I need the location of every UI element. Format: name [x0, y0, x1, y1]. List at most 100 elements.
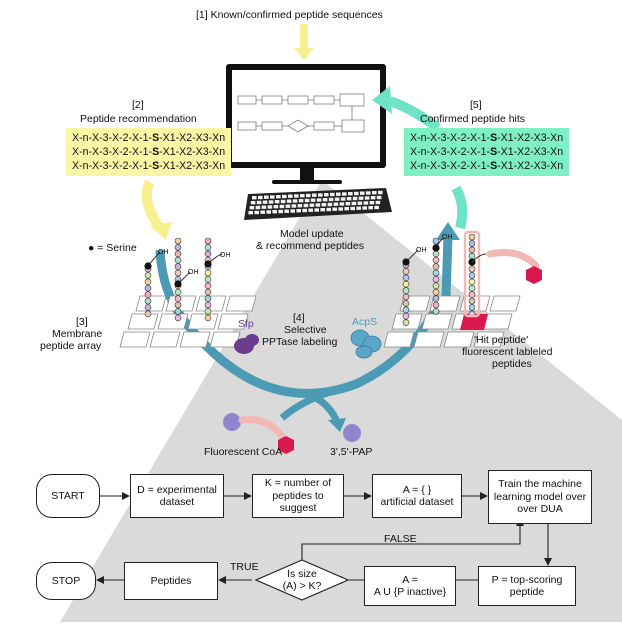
keyboard-key	[264, 195, 269, 199]
amino-acid-bead	[432, 301, 440, 309]
amino-acid-bead	[174, 263, 182, 270]
keyboard-key	[308, 208, 313, 212]
membrane-cell	[413, 331, 445, 348]
amino-acid-bead	[468, 284, 476, 292]
keyboard-key	[310, 198, 316, 202]
serine-dots	[144, 244, 476, 288]
amino-acid-bead	[402, 306, 410, 314]
keyboard-key	[370, 196, 376, 200]
amino-acid-bead	[204, 237, 212, 245]
keyboard	[244, 188, 392, 220]
amino-acid-bead	[204, 301, 212, 309]
keyboard-key	[274, 200, 280, 204]
membrane-cell	[135, 295, 167, 312]
sequence-line: X-n-X-3-X-2-X-1-S-X1-X2-X3-Xn	[410, 160, 564, 172]
amino-acid-bead	[432, 308, 440, 315]
a-line2: artificial dataset	[380, 496, 454, 508]
step4-line1: Selective	[284, 324, 327, 336]
keyboard-key	[266, 210, 271, 214]
keyboard-key	[294, 194, 299, 198]
step2-title: Peptide recommendation	[80, 113, 197, 125]
k-line1: K = number of	[264, 477, 332, 490]
keyboard-key	[292, 199, 298, 203]
keyboard-key	[262, 200, 268, 204]
train-line1: Train the machine	[498, 478, 582, 491]
keyboard-key	[342, 192, 347, 196]
amino-acid-bead	[468, 240, 476, 247]
amino-acid-bead	[144, 278, 152, 286]
membrane-cell	[187, 313, 219, 330]
model-update-label: Model update	[280, 228, 344, 240]
amino-acid-bead	[144, 291, 152, 298]
amino-acid-bead	[144, 304, 152, 311]
hit-peptide-line1: 'Hit peptide'	[474, 334, 529, 346]
true-label: TRUE	[230, 561, 259, 573]
amino-acid-bead	[432, 282, 440, 290]
keyboard-key	[273, 205, 279, 209]
keyboard-key	[255, 205, 261, 210]
step5-number: [5]	[470, 99, 482, 111]
amino-acid-bead	[432, 295, 440, 302]
membrane-cell	[179, 331, 211, 348]
a-line1: A = { }	[402, 483, 432, 496]
false-label: FALSE	[384, 533, 417, 545]
keyboard-key	[291, 204, 297, 208]
arrow-step5-top-head	[372, 86, 392, 114]
keyboard-key	[280, 199, 286, 204]
amino-acid-bead	[204, 276, 212, 283]
oh-label: OH	[416, 247, 427, 254]
keyboard-key	[256, 200, 262, 205]
keyboard-key	[356, 206, 361, 210]
keyboard-key	[260, 210, 265, 214]
keyboard-key	[248, 211, 253, 215]
keyboard-key	[360, 191, 365, 195]
monitor	[226, 64, 386, 184]
amino-acid-bead	[432, 256, 440, 264]
keyboard-key	[364, 196, 370, 200]
amino-acid-bead	[174, 308, 182, 315]
pap-molecule	[343, 424, 361, 442]
keyboard-key	[320, 208, 325, 212]
decision-label: Is size(A) > K?	[278, 568, 326, 592]
keyboard-key	[286, 199, 292, 203]
step5-title: Confirmed peptide hits	[420, 113, 526, 125]
hit-linker	[471, 253, 487, 263]
keyboard-key	[282, 194, 287, 199]
start-terminal: START	[36, 474, 100, 518]
keyboard-key	[304, 198, 310, 203]
membrane-cell	[217, 313, 249, 330]
keyboard-key	[344, 207, 349, 211]
keyboard-key	[302, 208, 307, 213]
peptides-output-box: Peptides	[124, 562, 218, 600]
amino-acid-bead	[402, 319, 410, 326]
amino-acid-bead	[468, 233, 476, 241]
amino-acid-bead	[402, 312, 410, 320]
amino-acid-bead	[144, 297, 152, 305]
p-line2: peptide	[509, 586, 545, 598]
serine-legend: ● = Serine	[88, 242, 137, 254]
keyboard-key	[297, 204, 303, 208]
keyboard-key	[300, 194, 305, 198]
keyboard-key	[279, 204, 285, 209]
membrane-cell	[165, 295, 197, 312]
train-line2: learning model over	[493, 490, 587, 503]
amino-acid-bead	[468, 297, 476, 305]
keyboard-key	[312, 193, 317, 197]
keyboard-key	[290, 209, 295, 213]
cycle-arrow-head	[436, 222, 460, 240]
update-dataset-box: A =A U {P inactive}	[364, 566, 456, 606]
keyboard-key	[314, 208, 319, 212]
hit-peptide-line2: fluorescent lableled	[462, 346, 553, 358]
amino-acid-bead	[174, 288, 182, 296]
keyboard-key	[249, 206, 255, 210]
amino-acid-bead	[402, 287, 410, 294]
keyboard-key	[351, 201, 357, 206]
keyboard-key	[375, 200, 381, 205]
keyboard-key	[303, 203, 309, 208]
hit-spot	[460, 314, 488, 330]
amino-acid-bead	[204, 269, 212, 277]
keyboard-key	[333, 202, 339, 206]
amino-acid-bead	[432, 263, 440, 270]
